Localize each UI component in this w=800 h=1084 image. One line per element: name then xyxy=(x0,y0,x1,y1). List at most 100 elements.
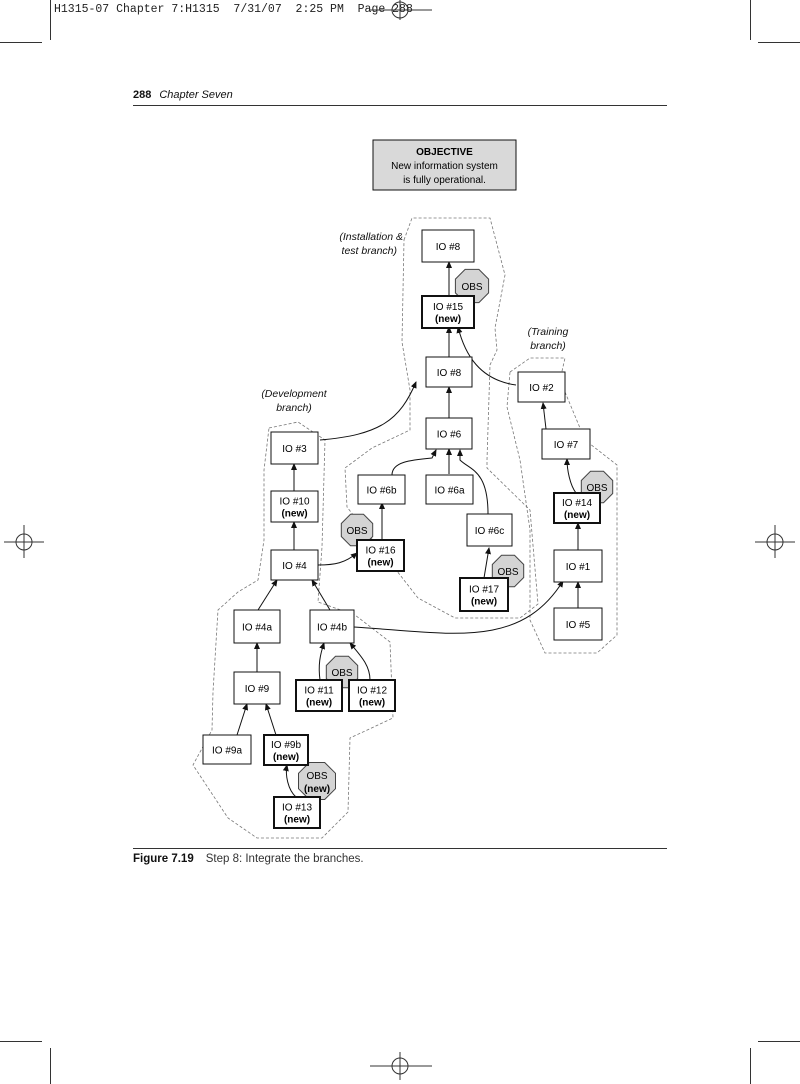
io-box-io6: IO #6 xyxy=(425,417,473,450)
crop-mark xyxy=(0,42,42,43)
crop-mark xyxy=(0,1041,42,1042)
io-label: IO #17 xyxy=(469,585,499,596)
caption-rule xyxy=(133,848,667,849)
io-label: IO #5 xyxy=(566,620,591,631)
development-branch-label: branch) xyxy=(276,402,312,414)
objective-line2: is fully operational. xyxy=(403,175,486,186)
io-label: IO #12 xyxy=(357,686,387,697)
io-box-io9: IO #9 xyxy=(233,671,281,705)
io-box-io15: IO #15(new) xyxy=(421,295,475,329)
io-box-io10: IO #10(new) xyxy=(270,490,319,523)
io-box-io6c: IO #6c xyxy=(466,513,513,547)
figure-caption: Figure 7.19 Step 8: Integrate the branche… xyxy=(133,853,364,865)
training-branch-label: (Training xyxy=(528,326,569,338)
running-head: 288 Chapter Seven xyxy=(133,89,667,106)
io-box-io4: IO #4 xyxy=(270,549,319,581)
io-label: IO #4b xyxy=(317,623,347,634)
io-box-io4a: IO #4a xyxy=(233,609,281,644)
obs-octagon: OBS (new) xyxy=(298,762,336,800)
registration-mark xyxy=(370,1052,432,1080)
io-new-label: (new) xyxy=(281,509,307,520)
io-label: IO #6c xyxy=(475,526,504,537)
objective-line1: New information system xyxy=(391,161,498,172)
obs-label: OBS xyxy=(331,668,352,679)
io-label: IO #10 xyxy=(279,497,309,508)
io-new-label: (new) xyxy=(359,698,385,709)
io-box-io1: IO #1 xyxy=(553,549,603,583)
io-box-io12: IO #12(new) xyxy=(348,679,396,712)
objective-box: OBJECTIVE New information system is full… xyxy=(372,139,517,191)
crop-mark xyxy=(750,0,751,40)
io-label: IO #8 xyxy=(437,368,462,379)
installation-branch-label: (Installation & xyxy=(339,231,403,243)
installation-branch-label: test branch) xyxy=(342,245,397,257)
development-branch-outline xyxy=(192,421,394,839)
io-box-io11: IO #11(new) xyxy=(295,679,343,712)
io-new-label: (new) xyxy=(471,597,497,608)
page-number: 288 xyxy=(133,89,152,101)
io-label: IO #6 xyxy=(437,430,462,441)
installation-branch-outline xyxy=(344,217,539,619)
figure-number: Figure 7.19 xyxy=(133,853,194,865)
obs-label: OBS xyxy=(461,282,482,293)
obs-label: OBS xyxy=(497,567,518,578)
io-box-io6b: IO #6b xyxy=(357,474,406,505)
crop-mark xyxy=(50,0,51,40)
io-new-label: (new) xyxy=(273,752,299,763)
crop-mark xyxy=(50,1048,51,1084)
io-label: IO #4a xyxy=(242,623,272,634)
io-box-io2: IO #2 xyxy=(517,371,566,403)
io-box-io9a: IO #9a xyxy=(202,734,252,765)
io-box-io16: IO #16(new) xyxy=(356,539,405,572)
io-box-io6a: IO #6a xyxy=(425,474,474,505)
training-branch-label: branch) xyxy=(530,340,566,352)
io-box-io8: IO #8 xyxy=(425,356,473,388)
io-label: IO #4 xyxy=(282,561,307,572)
io-box-io5: IO #5 xyxy=(553,607,603,641)
io-label: IO #11 xyxy=(304,686,334,697)
io-box-io8-top: IO #8 xyxy=(421,229,475,263)
chapter-title: Chapter Seven xyxy=(159,89,233,101)
io-label: IO #9b xyxy=(271,740,301,751)
obs-new-label: (new) xyxy=(304,784,330,795)
obs-label: OBS xyxy=(306,771,327,782)
io-new-label: (new) xyxy=(367,558,393,569)
io-new-label: (new) xyxy=(284,815,310,826)
io-label: IO #15 xyxy=(433,302,463,313)
io-new-label: (new) xyxy=(564,510,590,521)
crop-mark xyxy=(758,1041,800,1042)
io-label: IO #2 xyxy=(529,383,554,394)
registration-mark xyxy=(4,525,44,558)
io-box-io17: IO #17(new) xyxy=(459,577,509,612)
obs-label: OBS xyxy=(346,526,367,537)
io-new-label: (new) xyxy=(306,698,332,709)
development-branch-label: (Development xyxy=(261,388,327,400)
io-label: IO #9 xyxy=(245,684,270,695)
io-label: IO #16 xyxy=(365,546,395,557)
io-new-label: (new) xyxy=(435,314,461,325)
io-box-io3: IO #3 xyxy=(270,431,319,465)
crop-mark xyxy=(758,42,800,43)
crop-mark xyxy=(750,1048,751,1084)
io-label: IO #1 xyxy=(566,562,591,573)
obs-label: OBS xyxy=(586,483,607,494)
io-label: IO #3 xyxy=(282,444,307,455)
connector-lines xyxy=(236,261,581,798)
io-label: IO #14 xyxy=(562,498,592,509)
io-label: IO #7 xyxy=(554,440,579,451)
io-label: IO #6b xyxy=(366,486,396,497)
training-branch-outline xyxy=(506,357,618,654)
io-box-io7: IO #7 xyxy=(541,428,591,460)
objective-title: OBJECTIVE xyxy=(416,147,473,158)
io-box-io4b: IO #4b xyxy=(309,609,355,644)
io-label: IO #8 xyxy=(436,242,461,253)
io-label: IO #13 xyxy=(282,803,312,814)
io-box-io14: IO #14(new) xyxy=(553,492,601,524)
io-label: IO #9a xyxy=(212,746,242,757)
io-box-io13: IO #13(new) xyxy=(273,796,321,829)
io-box-io9b: IO #9b(new) xyxy=(263,734,309,766)
io-label: IO #6a xyxy=(434,486,464,497)
caption-text: Step 8: Integrate the branches. xyxy=(205,853,364,865)
registration-mark xyxy=(755,525,795,558)
